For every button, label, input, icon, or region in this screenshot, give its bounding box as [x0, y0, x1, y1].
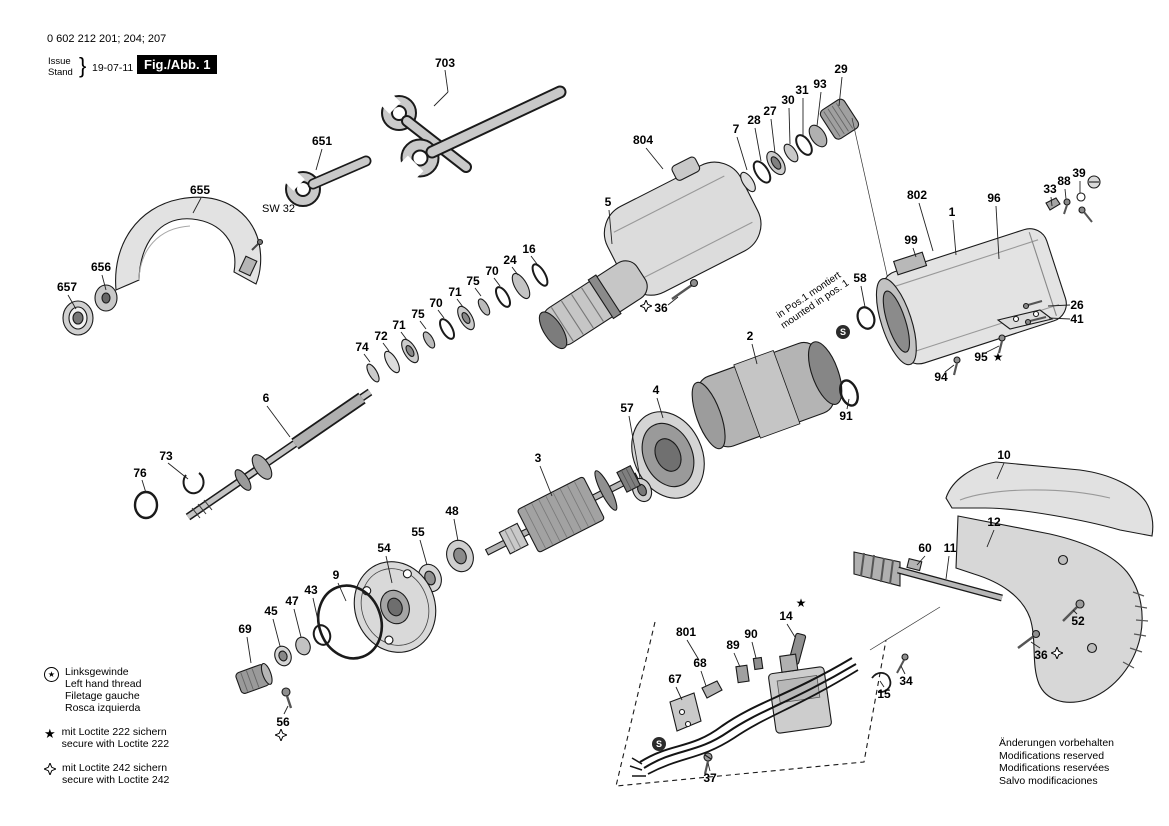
- legend-loctite-222: ★ mit Loctite 222 sichern secure with Lo…: [44, 726, 169, 750]
- left-hand-thread-icon: ★: [44, 667, 59, 682]
- guard-655-shape: [115, 196, 264, 291]
- bearing-656-657-shape: [62, 284, 118, 336]
- modifications-notice: Änderungen vorbehalten Modifications res…: [999, 737, 1114, 787]
- legend-line: Rosca izquierda: [65, 702, 141, 714]
- notice-line: Modifications reserved: [999, 749, 1105, 762]
- part-number: 0 602 212 201; 204; 207: [47, 33, 167, 45]
- notice-line: Modifications reservées: [999, 762, 1110, 774]
- spindle-washer-row-shape: [366, 263, 549, 383]
- front-housing-804-shape: [538, 156, 762, 350]
- legend-line: Filetage gauche: [65, 690, 140, 702]
- wrench-set-703-shape: [375, 85, 567, 184]
- notice-line: Änderungen vorbehalten: [999, 737, 1115, 749]
- legend-line: mit Loctite 242 sichern: [62, 762, 168, 774]
- legend-line: secure with Loctite 222: [61, 738, 170, 750]
- wrench-651-shape: [279, 155, 372, 207]
- handle-shells-shape: [853, 461, 1154, 703]
- stand-label: Stand: [48, 67, 73, 78]
- issue-date: 19-07-11: [92, 62, 134, 74]
- loctite-222-filled-star-icon: ★: [44, 726, 56, 741]
- motor-housing-802-shape: [851, 117, 1101, 376]
- armature-3-shape: [484, 464, 642, 556]
- wrench-size-label: SW 32: [262, 203, 296, 215]
- leader-lines: [67, 69, 1081, 772]
- legend-loctite-242: mit Loctite 242 sichern secure with Loct…: [44, 762, 169, 786]
- legend-left-hand-thread: ★ Linksgewinde Left hand thread Filetage…: [44, 666, 141, 714]
- stator-2-shape: [691, 306, 876, 450]
- notice-line: Salvo modificaciones: [999, 774, 1098, 787]
- issue-brace: }: [79, 53, 87, 78]
- legend-line: mit Loctite 222 sichern: [61, 726, 167, 738]
- issue-stand-label: Issue Stand: [48, 56, 73, 78]
- flange-group-shape: [235, 539, 474, 709]
- issue-label: Issue: [48, 56, 71, 67]
- spindle-6-shape: [133, 388, 373, 521]
- figure-badge: Fig./Abb. 1: [137, 55, 218, 74]
- cap-4-shape: [631, 411, 705, 503]
- screw-36-left-shape: [671, 278, 699, 300]
- legend-line: Linksgewinde: [65, 666, 129, 678]
- legend-line: Left hand thread: [65, 678, 142, 690]
- legend-line: secure with Loctite 242: [62, 774, 170, 786]
- loctite-242-open-star-icon: [44, 763, 56, 775]
- top-washer-row-shape: [740, 98, 860, 193]
- switch-group-801-shape: [615, 606, 941, 787]
